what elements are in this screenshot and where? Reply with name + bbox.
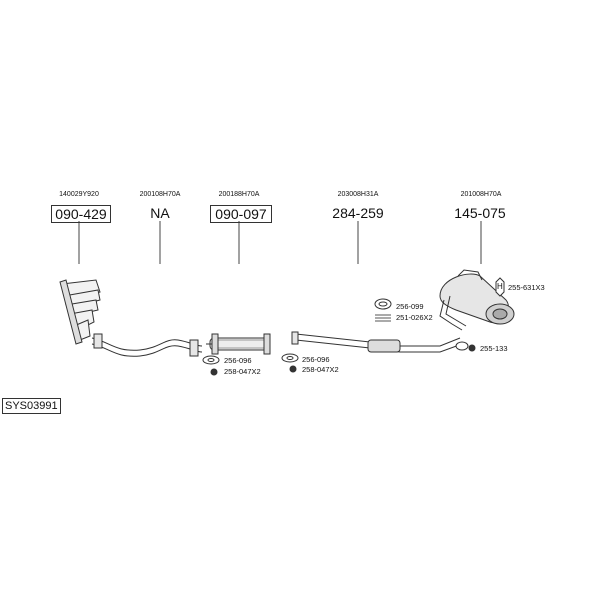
part-number-2: NA xyxy=(150,205,170,221)
gasket-set-left xyxy=(202,355,220,376)
intermediate-pipe xyxy=(291,331,463,353)
part-number-4: 284-259 xyxy=(332,205,384,221)
oem-number-3: 200188H70A xyxy=(218,191,260,198)
accessory-nut-2: 258-047X2 xyxy=(302,365,339,374)
rubber-mount-icon xyxy=(455,341,476,352)
accessory-mount: 255-133 xyxy=(480,344,508,353)
accessory-hanger: 255-631X3 xyxy=(508,283,545,292)
accessory-gasket-1: 256-096 xyxy=(224,356,252,365)
leader-lines xyxy=(78,221,482,264)
oem-number-1: 140029Y920 xyxy=(59,191,99,198)
accessory-gasket-3: 256-099 xyxy=(396,302,424,311)
hanger-icon xyxy=(495,277,505,297)
oem-number-2: 200108H70A xyxy=(139,191,181,198)
part-number-1: 090-429 xyxy=(51,205,111,223)
oem-number-4: 203008H31A xyxy=(337,191,379,198)
accessory-gasket-2: 256-096 xyxy=(302,355,330,364)
hanger-symbol-label: H xyxy=(497,282,503,291)
front-pipe xyxy=(91,333,203,357)
catalytic-converter xyxy=(206,333,271,355)
part-number-5: 145-075 xyxy=(454,205,506,221)
accessory-spring-set: 251-026X2 xyxy=(396,313,433,322)
rear-silencer xyxy=(439,269,515,331)
part-number-3: 090-097 xyxy=(210,205,272,223)
oem-number-5: 201008H70A xyxy=(460,191,502,198)
gasket-set-middle xyxy=(281,353,299,373)
spring-clamp-set xyxy=(374,298,392,322)
accessory-nut-1: 258-047X2 xyxy=(224,367,261,376)
exhaust-manifold xyxy=(59,279,101,345)
system-id: SYS03991 xyxy=(2,398,61,414)
